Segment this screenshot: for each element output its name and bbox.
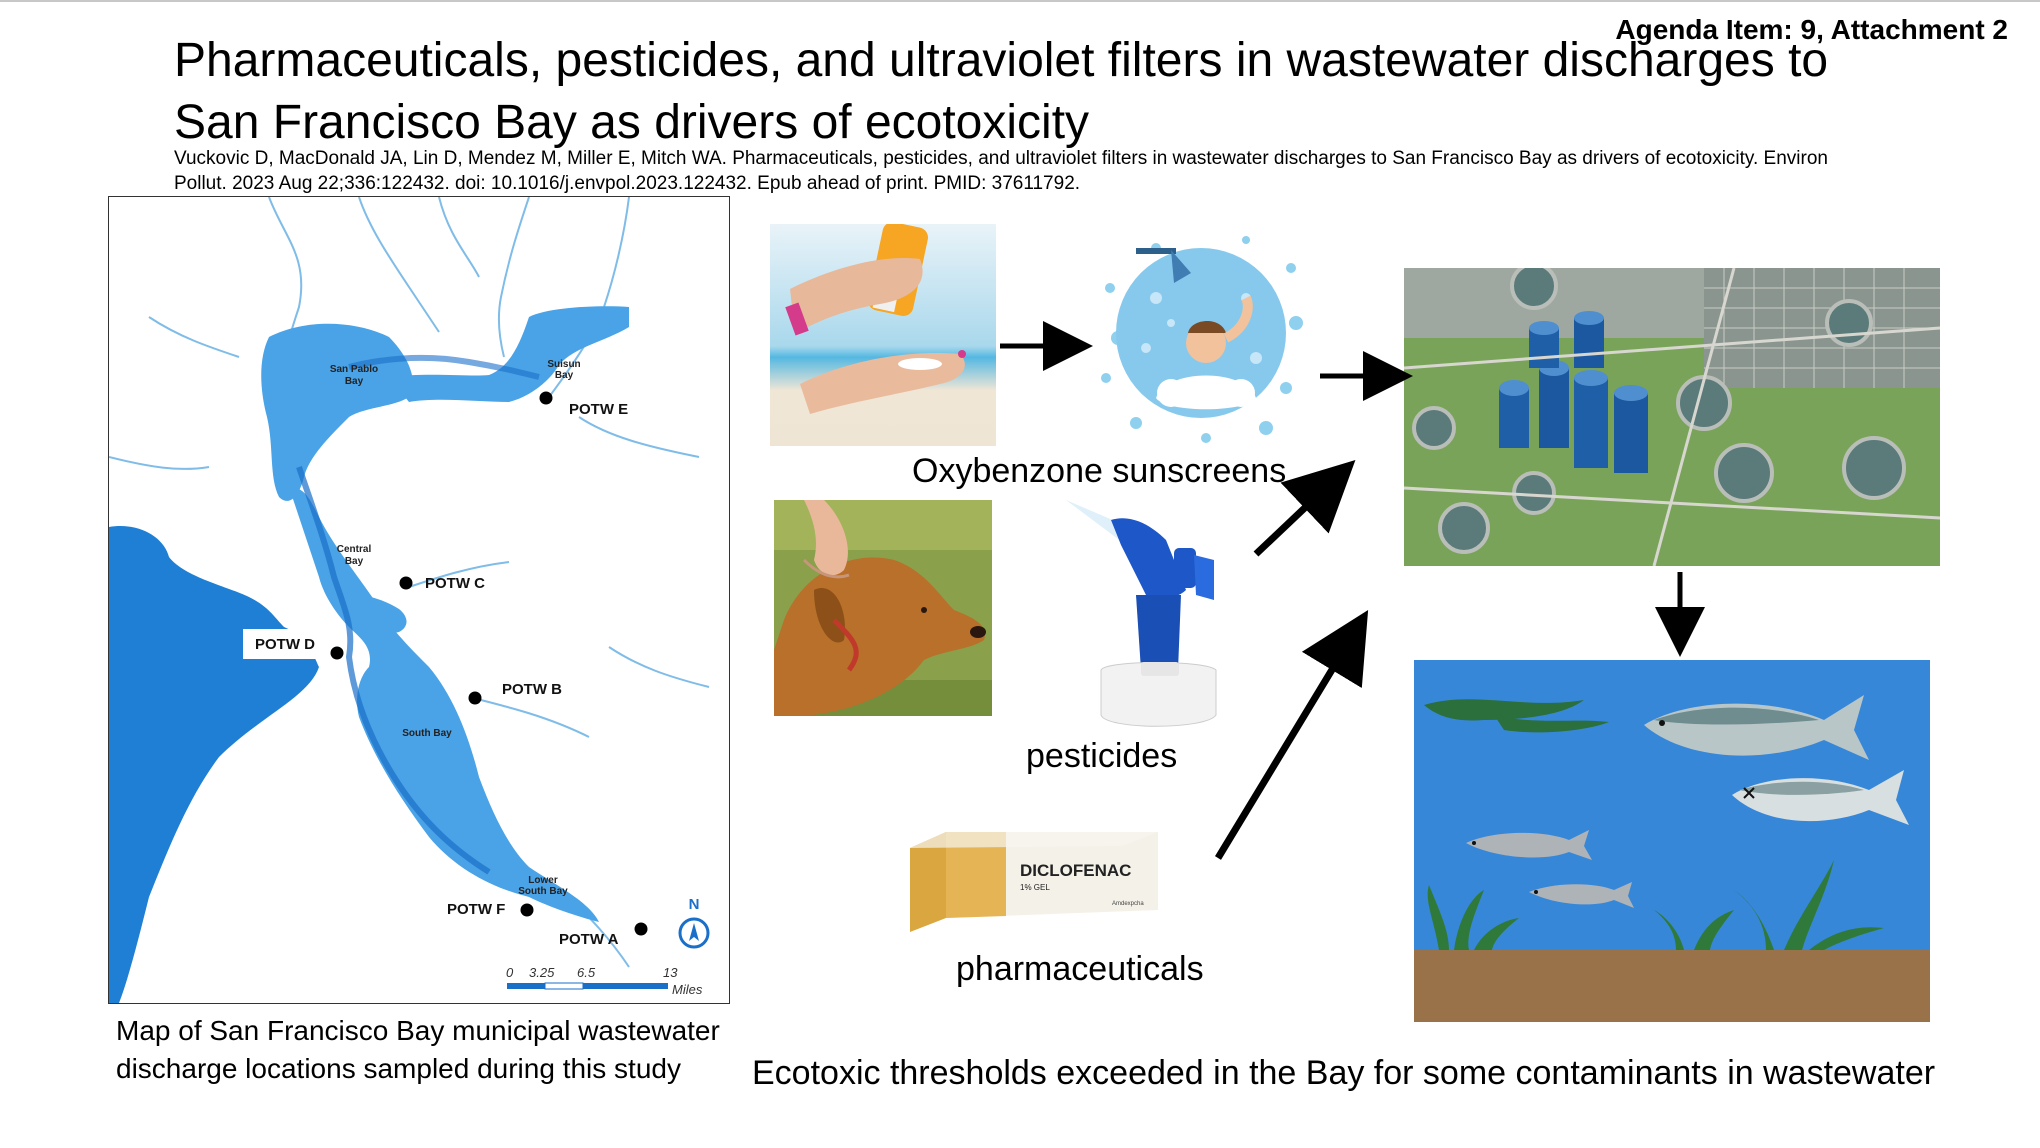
bay-map: San Pablo Bay Suisun Bay Central Bay Sou… — [108, 196, 730, 1004]
potw-d-label: POTW D — [255, 636, 315, 653]
title-line-1: Pharmaceuticals, pesticides, and ultravi… — [174, 34, 1829, 87]
region-label-lower-south-bay: South Bay — [518, 886, 568, 897]
map-caption: Map of San Francisco Bay municipal waste… — [116, 1012, 720, 1088]
title-line-2: San Francisco Bay as drivers of ecotoxic… — [174, 96, 1090, 149]
arrow-pesticides-to-plant — [1253, 459, 1356, 557]
scale-bar — [507, 982, 668, 990]
map-caption-line-1: Map of San Francisco Bay municipal waste… — [116, 1015, 720, 1046]
treatment-plant-photo — [1404, 268, 1940, 566]
north-label: N — [689, 896, 700, 913]
small-fish-2 — [1529, 882, 1634, 908]
pharmaceuticals-caption: pharmaceuticals — [956, 950, 1204, 988]
sunscreen-photo — [770, 224, 996, 446]
shipping-channel — [296, 466, 491, 875]
map-caption-line-2: discharge locations sampled during this … — [116, 1053, 681, 1084]
region-label-central: Central — [337, 544, 372, 555]
dog-photo — [774, 500, 992, 716]
product-strength: 1% GEL — [1020, 883, 1050, 892]
page-title: Pharmaceuticals, pesticides, and ultravi… — [174, 30, 1874, 154]
region-label-suisun: Suisun — [547, 359, 580, 370]
salmon-top — [1644, 695, 1869, 760]
region-label-south-bay: South Bay — [402, 728, 452, 739]
scale-tick-1: 3.25 — [529, 965, 555, 980]
region-label-san-pablo: San Pablo — [330, 364, 378, 375]
top-rule — [0, 0, 2040, 2]
citation-line-2: Pollut. 2023 Aug 22;336:122432. doi: 10.… — [174, 173, 1081, 194]
product-name: DICLOFENAC — [1020, 861, 1131, 880]
potw-e-marker — [539, 391, 553, 405]
potw-b-marker — [468, 691, 482, 705]
shower-illustration — [1096, 228, 1306, 446]
potw-c-marker — [399, 576, 413, 590]
pesticide-sprayer-image — [1066, 500, 1246, 732]
scale-tick-0: 0 — [506, 965, 514, 980]
sunscreen-caption: Oxybenzone sunscreens — [912, 452, 1287, 490]
potw-d-marker — [330, 646, 344, 660]
bay-water — [261, 306, 629, 922]
potw-c-label: POTW C — [425, 575, 485, 592]
region-label-san-pablo-bay: Bay — [345, 376, 364, 387]
arrow-pharmaceuticals-to-plant — [1215, 610, 1369, 860]
bay-ecosystem-illustration — [1414, 660, 1930, 1022]
scale-tick-3: 13 — [663, 965, 678, 980]
conclusion-caption: Ecotoxic thresholds exceeded in the Bay … — [752, 1054, 1936, 1092]
region-label-suisun-bay: Bay — [555, 370, 574, 381]
product-brand: Amdexpcha — [1112, 901, 1144, 907]
small-fish-1 — [1466, 830, 1592, 860]
scale-unit: Miles — [672, 982, 703, 997]
potw-e-label: POTW E — [569, 401, 628, 418]
potw-a-marker — [634, 922, 648, 936]
citation-line-1: Vuckovic D, MacDonald JA, Lin D, Mendez … — [174, 148, 1828, 169]
salmon-lower — [1732, 770, 1909, 825]
potw-f-label: POTW F — [447, 901, 505, 918]
region-label-lower: Lower — [528, 875, 558, 886]
region-label-central-bay: Bay — [345, 556, 364, 567]
scale-tick-2: 6.5 — [577, 965, 596, 980]
potw-d-label-box — [243, 629, 338, 659]
potw-a-label: POTW A — [559, 931, 619, 948]
agenda-item-label: Agenda Item: 9, Attachment 2 — [1615, 14, 2008, 45]
pesticides-caption: pesticides — [1026, 737, 1178, 775]
potw-f-marker — [520, 903, 534, 917]
potw-b-label: POTW B — [502, 681, 562, 698]
citation: Vuckovic D, MacDonald JA, Lin D, Mendez … — [174, 146, 1894, 196]
diclofenac-box-image: DICLOFENAC 1% GEL Amdexpcha — [906, 828, 1162, 932]
